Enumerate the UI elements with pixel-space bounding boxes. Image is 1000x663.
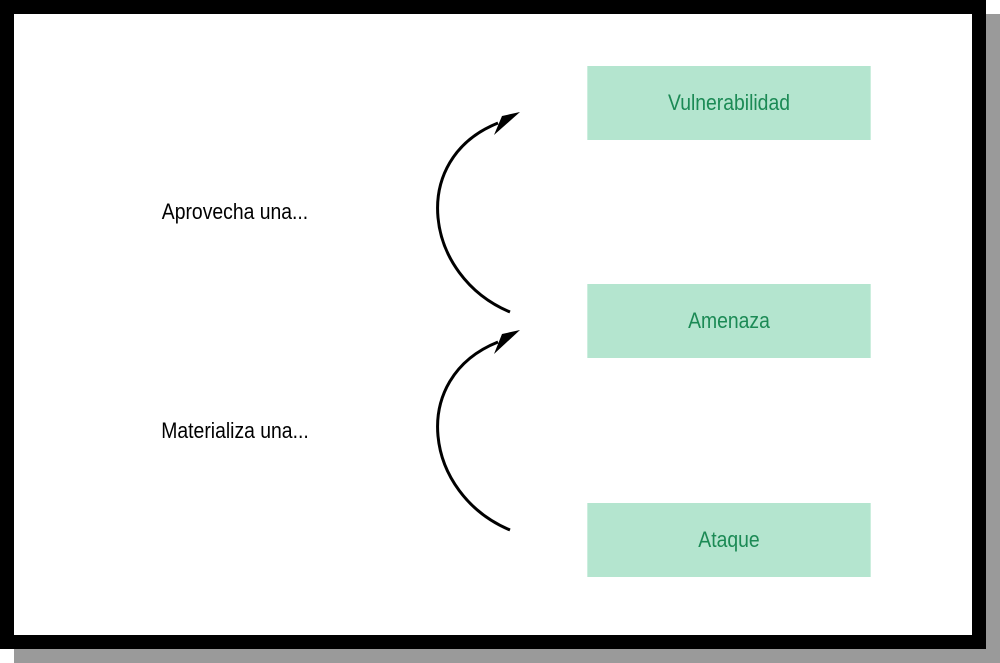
node-vulnerabilidad: Vulnerabilidad — [587, 66, 871, 140]
edge-label-materializa: Materializa una... — [161, 418, 309, 443]
diagram-arrows — [436, 112, 520, 532]
node-amenaza: Amenaza — [587, 284, 871, 358]
node-vulnerabilidad-label: Vulnerabilidad — [668, 90, 790, 115]
node-amenaza-label: Amenaza — [688, 308, 770, 333]
arrowhead-vulnerabilidad — [494, 112, 520, 135]
arrow-amenaza-to-vulnerabilidad — [436, 121, 511, 314]
node-ataque-label: Ataque — [698, 527, 760, 552]
node-ataque: Ataque — [587, 503, 871, 577]
arrow-ataque-to-amenaza — [436, 340, 511, 532]
edge-label-aprovecha: Aprovecha una... — [161, 199, 309, 224]
arrowhead-amenaza — [494, 330, 520, 354]
diagram-frame: Vulnerabilidad Amenaza Ataque Aprovecha … — [0, 0, 986, 649]
